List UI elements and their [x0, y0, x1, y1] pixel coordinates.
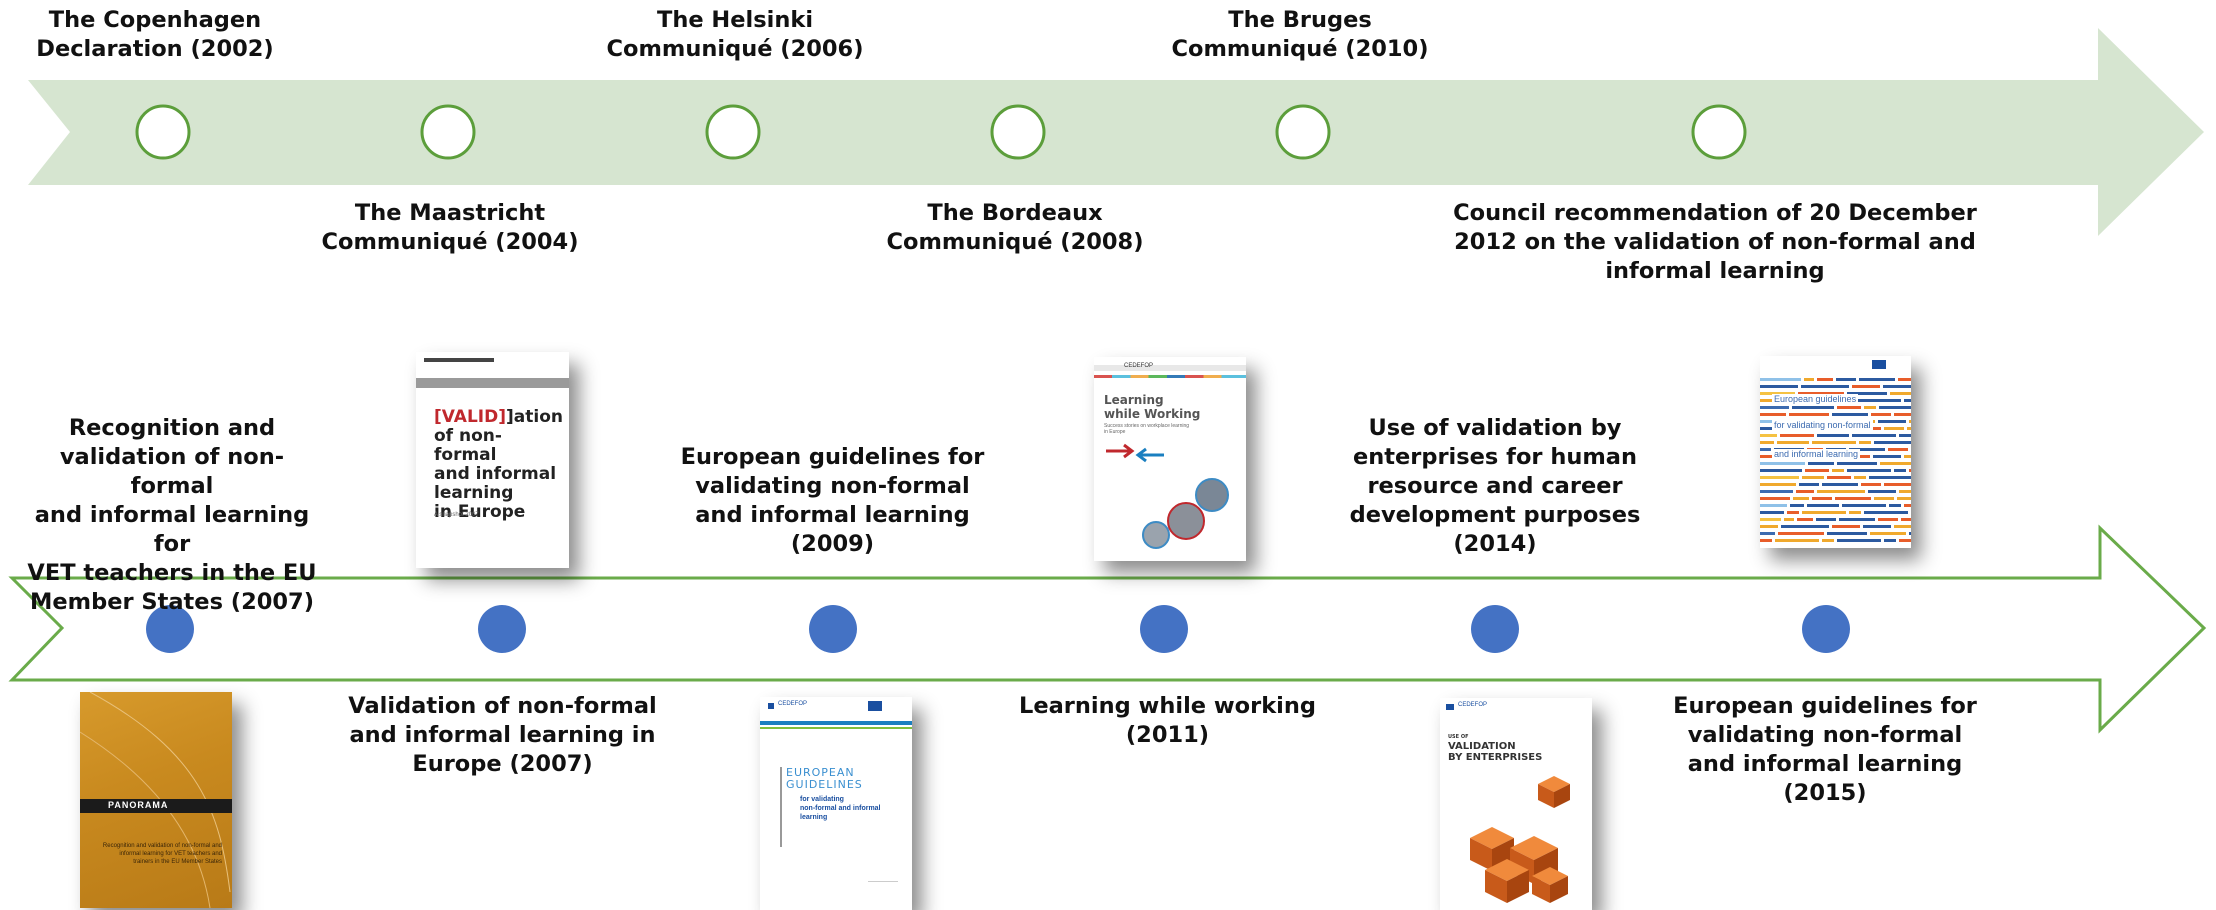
cover-valid-small-text: A snapshot 2007 [434, 512, 479, 518]
cover-european-guidelines-2015: European guidelines for validating non-f… [1760, 356, 1911, 548]
label-maastricht-communique: The Maastricht Communiqué (2004) [321, 200, 579, 255]
label-helsinki-communique: The Helsinki Communiqué (2006) [606, 7, 864, 62]
label-european-guidelines-2015: European guidelines for validating non-f… [1673, 693, 1977, 806]
label-bruges-communique: The Bruges Communiqué (2010) [1171, 7, 1429, 62]
cover-guidelines-brand: CEDEFOP [778, 701, 808, 707]
label-copenhagen-declaration: The Copenhagen Declaration (2002) [36, 7, 274, 62]
cover-panorama-title: PANORAMA [108, 800, 169, 810]
label-council-recommendation-2012: Council recommendation of 20 December 20… [1453, 200, 1977, 284]
label-use-of-validation-enterprises-2014: Use of validation by enterprises for hum… [1349, 415, 1641, 557]
lower-timeline-dot-5 [1471, 605, 1519, 653]
label-bordeaux-communique: The Bordeaux Communiqué (2008) [886, 200, 1144, 255]
upper-timeline-marker-6 [1691, 104, 1747, 160]
upper-timeline-marker-4 [990, 104, 1046, 160]
cover-learning-while-working: CEDEFOP Learning while Working Success s… [1094, 357, 1246, 561]
label-validation-in-europe-2007: Validation of non-formal and informal le… [348, 693, 657, 777]
lower-timeline-dot-1 [146, 605, 194, 653]
label-european-guidelines-2009: European guidelines for validating non-f… [680, 444, 985, 557]
cover-panorama-subtitle: Recognition and validation of non-formal… [102, 843, 222, 865]
label-learning-while-working-2011: Learning while working (2011) [1018, 693, 1317, 748]
cover-valid-in-europe: [VALID]]ation of non-formal and informal… [416, 352, 569, 568]
upper-timeline-marker-3 [705, 104, 761, 160]
upper-timeline-marker-1 [135, 104, 191, 160]
lower-timeline-dot-2 [478, 605, 526, 653]
upper-timeline-marker-5 [1275, 104, 1331, 160]
cover-validation-by-enterprises: CEDEFOP USE OF VALIDATION BY ENTERPRISES [1440, 698, 1592, 910]
upper-timeline-marker-2 [420, 104, 476, 160]
cover-enterprises-brand: CEDEFOP [1458, 702, 1488, 708]
cover-working-brand: CEDEFOP [1124, 363, 1154, 369]
cover-european-guidelines-2009: CEDEFOP EUROPEAN GUIDELINES for validati… [760, 697, 912, 910]
lower-timeline-dot-4 [1140, 605, 1188, 653]
label-recognition-vet-teachers-2007: Recognition and validation of non-formal… [27, 415, 317, 615]
upper-timeline-arrow [28, 28, 2204, 236]
lower-timeline-dot-6 [1802, 605, 1850, 653]
lower-timeline-dot-3 [809, 605, 857, 653]
cover-panorama: PANORAMA Recognition and validation of n… [80, 692, 232, 908]
lower-timeline-arrow [8, 524, 2207, 734]
